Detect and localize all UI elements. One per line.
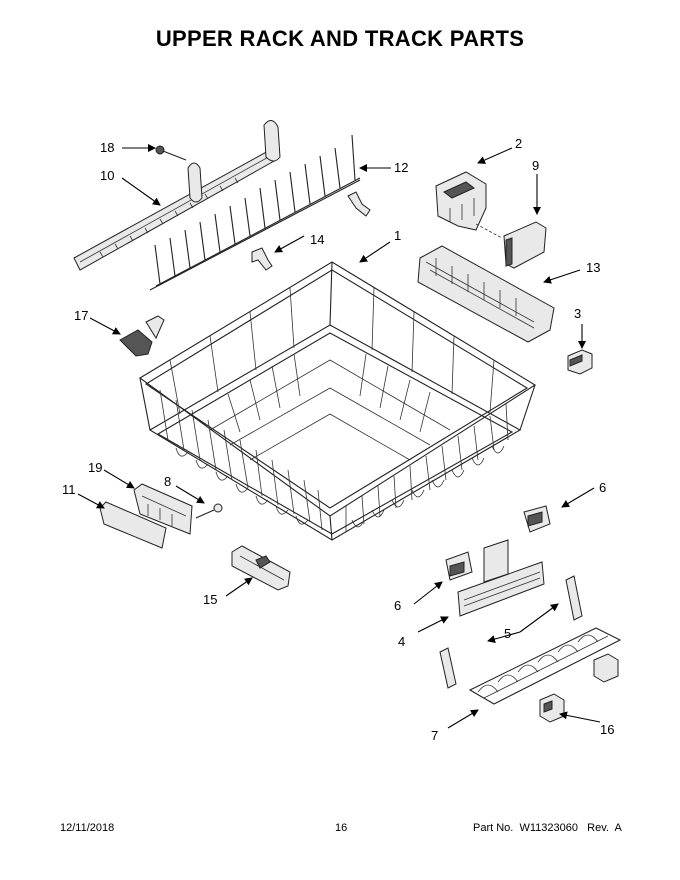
callout-9: 9 [532, 158, 539, 173]
callout-6-lower: 6 [394, 598, 401, 613]
callout-4: 4 [398, 634, 405, 649]
callout-12: 12 [394, 160, 408, 175]
callout-6-upper: 6 [599, 480, 606, 495]
bracket-cover-part [503, 221, 547, 269]
callout-7: 7 [431, 728, 438, 743]
callout-labels: 1 2 3 4 5 6 6 7 8 9 10 11 12 13 14 15 16… [62, 136, 614, 743]
upper-rack-part [139, 261, 537, 541]
lower-track-assembly [439, 505, 622, 723]
screw-part [195, 503, 223, 519]
track-rail-part [73, 120, 281, 271]
callout-5: 5 [504, 626, 511, 641]
utensil-basket-part [417, 245, 555, 343]
clip-part [251, 191, 371, 271]
callout-10: 10 [100, 168, 114, 183]
callout-1: 1 [394, 228, 401, 243]
footer-page-number: 16 [335, 822, 348, 834]
callout-3: 3 [574, 306, 581, 321]
rack-handle-part [99, 483, 193, 549]
rack-bracket-part [435, 171, 503, 239]
callout-8: 8 [164, 474, 171, 489]
adjuster-part [231, 545, 291, 591]
callout-14: 14 [310, 232, 324, 247]
tine-row-part [149, 134, 361, 291]
callout-2: 2 [515, 136, 522, 151]
callout-18: 18 [100, 140, 114, 155]
track-clip-part [567, 349, 593, 375]
rack-wires [159, 287, 509, 532]
callout-17: 17 [74, 308, 88, 323]
callout-15: 15 [203, 592, 217, 607]
callout-16: 16 [600, 722, 614, 737]
callout-19: 19 [88, 460, 102, 475]
page-title: UPPER RACK AND TRACK PARTS [155, 26, 525, 51]
footer-date: 12/11/2018 [60, 822, 115, 834]
callout-arrows [77, 144, 601, 729]
rack-bumper-part [119, 315, 165, 357]
callout-11: 11 [62, 482, 76, 497]
callout-13: 13 [586, 260, 600, 275]
footer-part-number: Part No. W11323060 Rev. A [473, 822, 622, 834]
